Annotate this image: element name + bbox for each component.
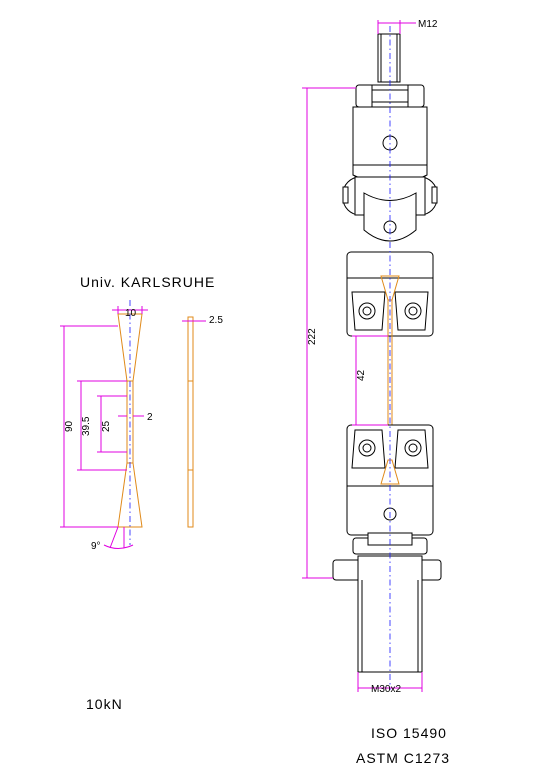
standard-astm-label: ASTM C1273 bbox=[356, 750, 450, 766]
overall-length-dimension: 222 bbox=[302, 87, 356, 579]
reduced-length-dimension: 39.5 bbox=[77, 380, 127, 471]
top-threaded-stud bbox=[377, 33, 401, 83]
specimen-outline bbox=[117, 313, 143, 528]
gauge-width-label: 2 bbox=[147, 412, 153, 423]
top-thread-dimension: M12 bbox=[377, 19, 438, 34]
standard-iso-label: ISO 15490 bbox=[371, 725, 447, 741]
bottom-thread-dimension: M30x2 bbox=[357, 672, 423, 695]
reduced-length-label: 39.5 bbox=[81, 416, 92, 436]
specimen-length-dimension: 90 bbox=[60, 325, 118, 528]
grip-spacing-label: 42 bbox=[356, 369, 367, 381]
specimen-thickness-label: 2.5 bbox=[209, 315, 223, 326]
university-title: Univ. KARLSRUHE bbox=[80, 274, 215, 290]
lower-grip-body bbox=[346, 424, 434, 536]
overall-length-label: 222 bbox=[307, 328, 318, 345]
specimen-length-label: 90 bbox=[64, 420, 75, 432]
specimen-width-label: 10 bbox=[125, 308, 137, 319]
upper-clevis bbox=[352, 106, 428, 185]
specimen-front-view bbox=[117, 300, 143, 545]
bottom-thread-label: M30x2 bbox=[371, 684, 401, 695]
gauge-width-dimension: 2 bbox=[118, 412, 153, 423]
gauge-length-label: 25 bbox=[101, 420, 112, 432]
grip-spacing-dimension: 42 bbox=[352, 335, 388, 426]
specimen-side-view: 2.5 bbox=[182, 315, 223, 528]
upper-grip-body bbox=[346, 251, 434, 337]
gauge-length-dimension: 25 bbox=[97, 395, 127, 453]
specimen-width-dimension: 10 bbox=[112, 306, 148, 319]
load-capacity-label: 10kN bbox=[86, 696, 123, 712]
bottom-threaded-body bbox=[332, 555, 442, 673]
taper-angle-dimension: 9° bbox=[91, 526, 134, 552]
lower-lock-nut bbox=[352, 532, 428, 555]
specimen-side-outline bbox=[187, 316, 194, 528]
taper-angle-label: 9° bbox=[91, 541, 101, 552]
top-thread-label: M12 bbox=[418, 19, 438, 30]
fixture-assembly bbox=[332, 26, 442, 690]
